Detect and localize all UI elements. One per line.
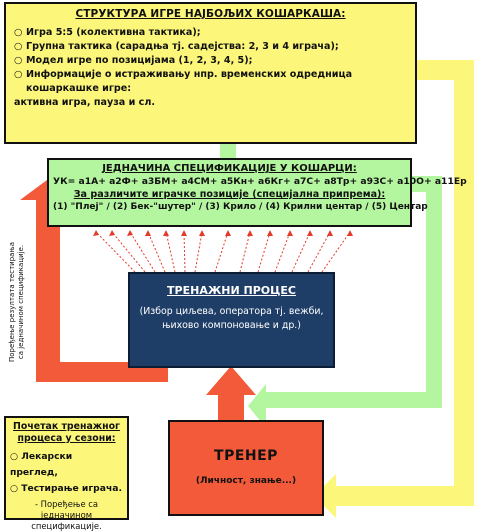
training-title: ТРЕНАЖНИ ПРОЦЕС [167,284,296,297]
yellow-loop-arrow [314,60,474,518]
bullet-icon: ○ [14,69,23,80]
vertical-note-line2: са једначином спецификације. [17,244,25,360]
coach-subtitle: (Личност, знање...) [195,476,297,486]
dashed-arrow-heads [93,230,353,236]
structure-box: СТРУКТУРА ИГРЕ НАЈБОЉИХ КОШАРКАША: ○Игра… [4,2,417,144]
season-start-box: Почетак тренажног процеса у сезони: ○ Ле… [4,416,129,531]
bullet-icon: ○ [10,451,19,462]
season-note: - Поређење са једначином спецификације. [31,499,102,531]
list-item: ○Игра 5:5 (колективна тактика); [14,27,201,38]
list-item-continuation: активна игра, пауза и сл. [14,97,156,108]
bullet-icon: ○ [10,483,19,494]
bullet-icon: ○ [14,55,23,66]
list-item: ○ Лекарски преглед, [10,451,73,478]
season-title: Почетак тренажног процеса у сезони: [13,421,120,444]
training-line1: (Избор циљева, оператора тј. вежби, [139,306,324,317]
training-line2: њихово компоновање и др.) [162,320,301,331]
red-loop-arrow [20,180,168,382]
equation-title: ЈЕДНАЧИНА СПЕЦИФИКАЦИЈЕ У КОШАРЦИ: [102,163,357,174]
equation-positions: (1) "Плеј" / (2) Бек-"шутер" / (3) Крило… [53,202,428,212]
structure-title: СТРУКТУРА ИГРЕ НАЈБОЉИХ КОШАРКАША: [75,8,346,20]
list-item: ○Модел игре по позицијама (1, 2, 3, 4, 5… [14,55,253,66]
list-item: ○Информације о истраживању нпр. временск… [14,69,353,94]
bullet-icon: ○ [14,41,23,52]
equation-box: ЈЕДНАЧИНА СПЕЦИФИКАЦИЈЕ У КОШАРЦИ: УК= а… [47,158,467,227]
structure-list: ○Игра 5:5 (колективна тактика); ○Групна … [14,26,407,110]
equation-formula: УК= а1А+ а2Ф+ а3БМ+ а4СМ+ а5Кн+ а6Кг+ а7… [53,176,467,187]
red-arrow-up [206,366,256,420]
vertical-note-line1: Поређење резултата тестирања [8,241,16,363]
green-loop-arrow [248,176,442,428]
list-item: ○Групна тактика (сарадња тј. садејства: … [14,41,339,52]
coach-title: ТРЕНЕР [214,448,278,464]
bullet-icon: ○ [14,27,23,38]
equation-subtitle: За различите играчке позиције (специјалн… [73,189,386,200]
dashed-arrows [95,231,351,273]
coach-box: ТРЕНЕР (Личност, знање...) [168,420,324,516]
training-process-box: ТРЕНАЖНИ ПРОЦЕС (Избор циљева, оператора… [128,272,335,368]
list-item: ○ Тестирање играча. [10,483,122,494]
vertical-note: Поређење резултата тестирања са једначин… [2,232,32,372]
